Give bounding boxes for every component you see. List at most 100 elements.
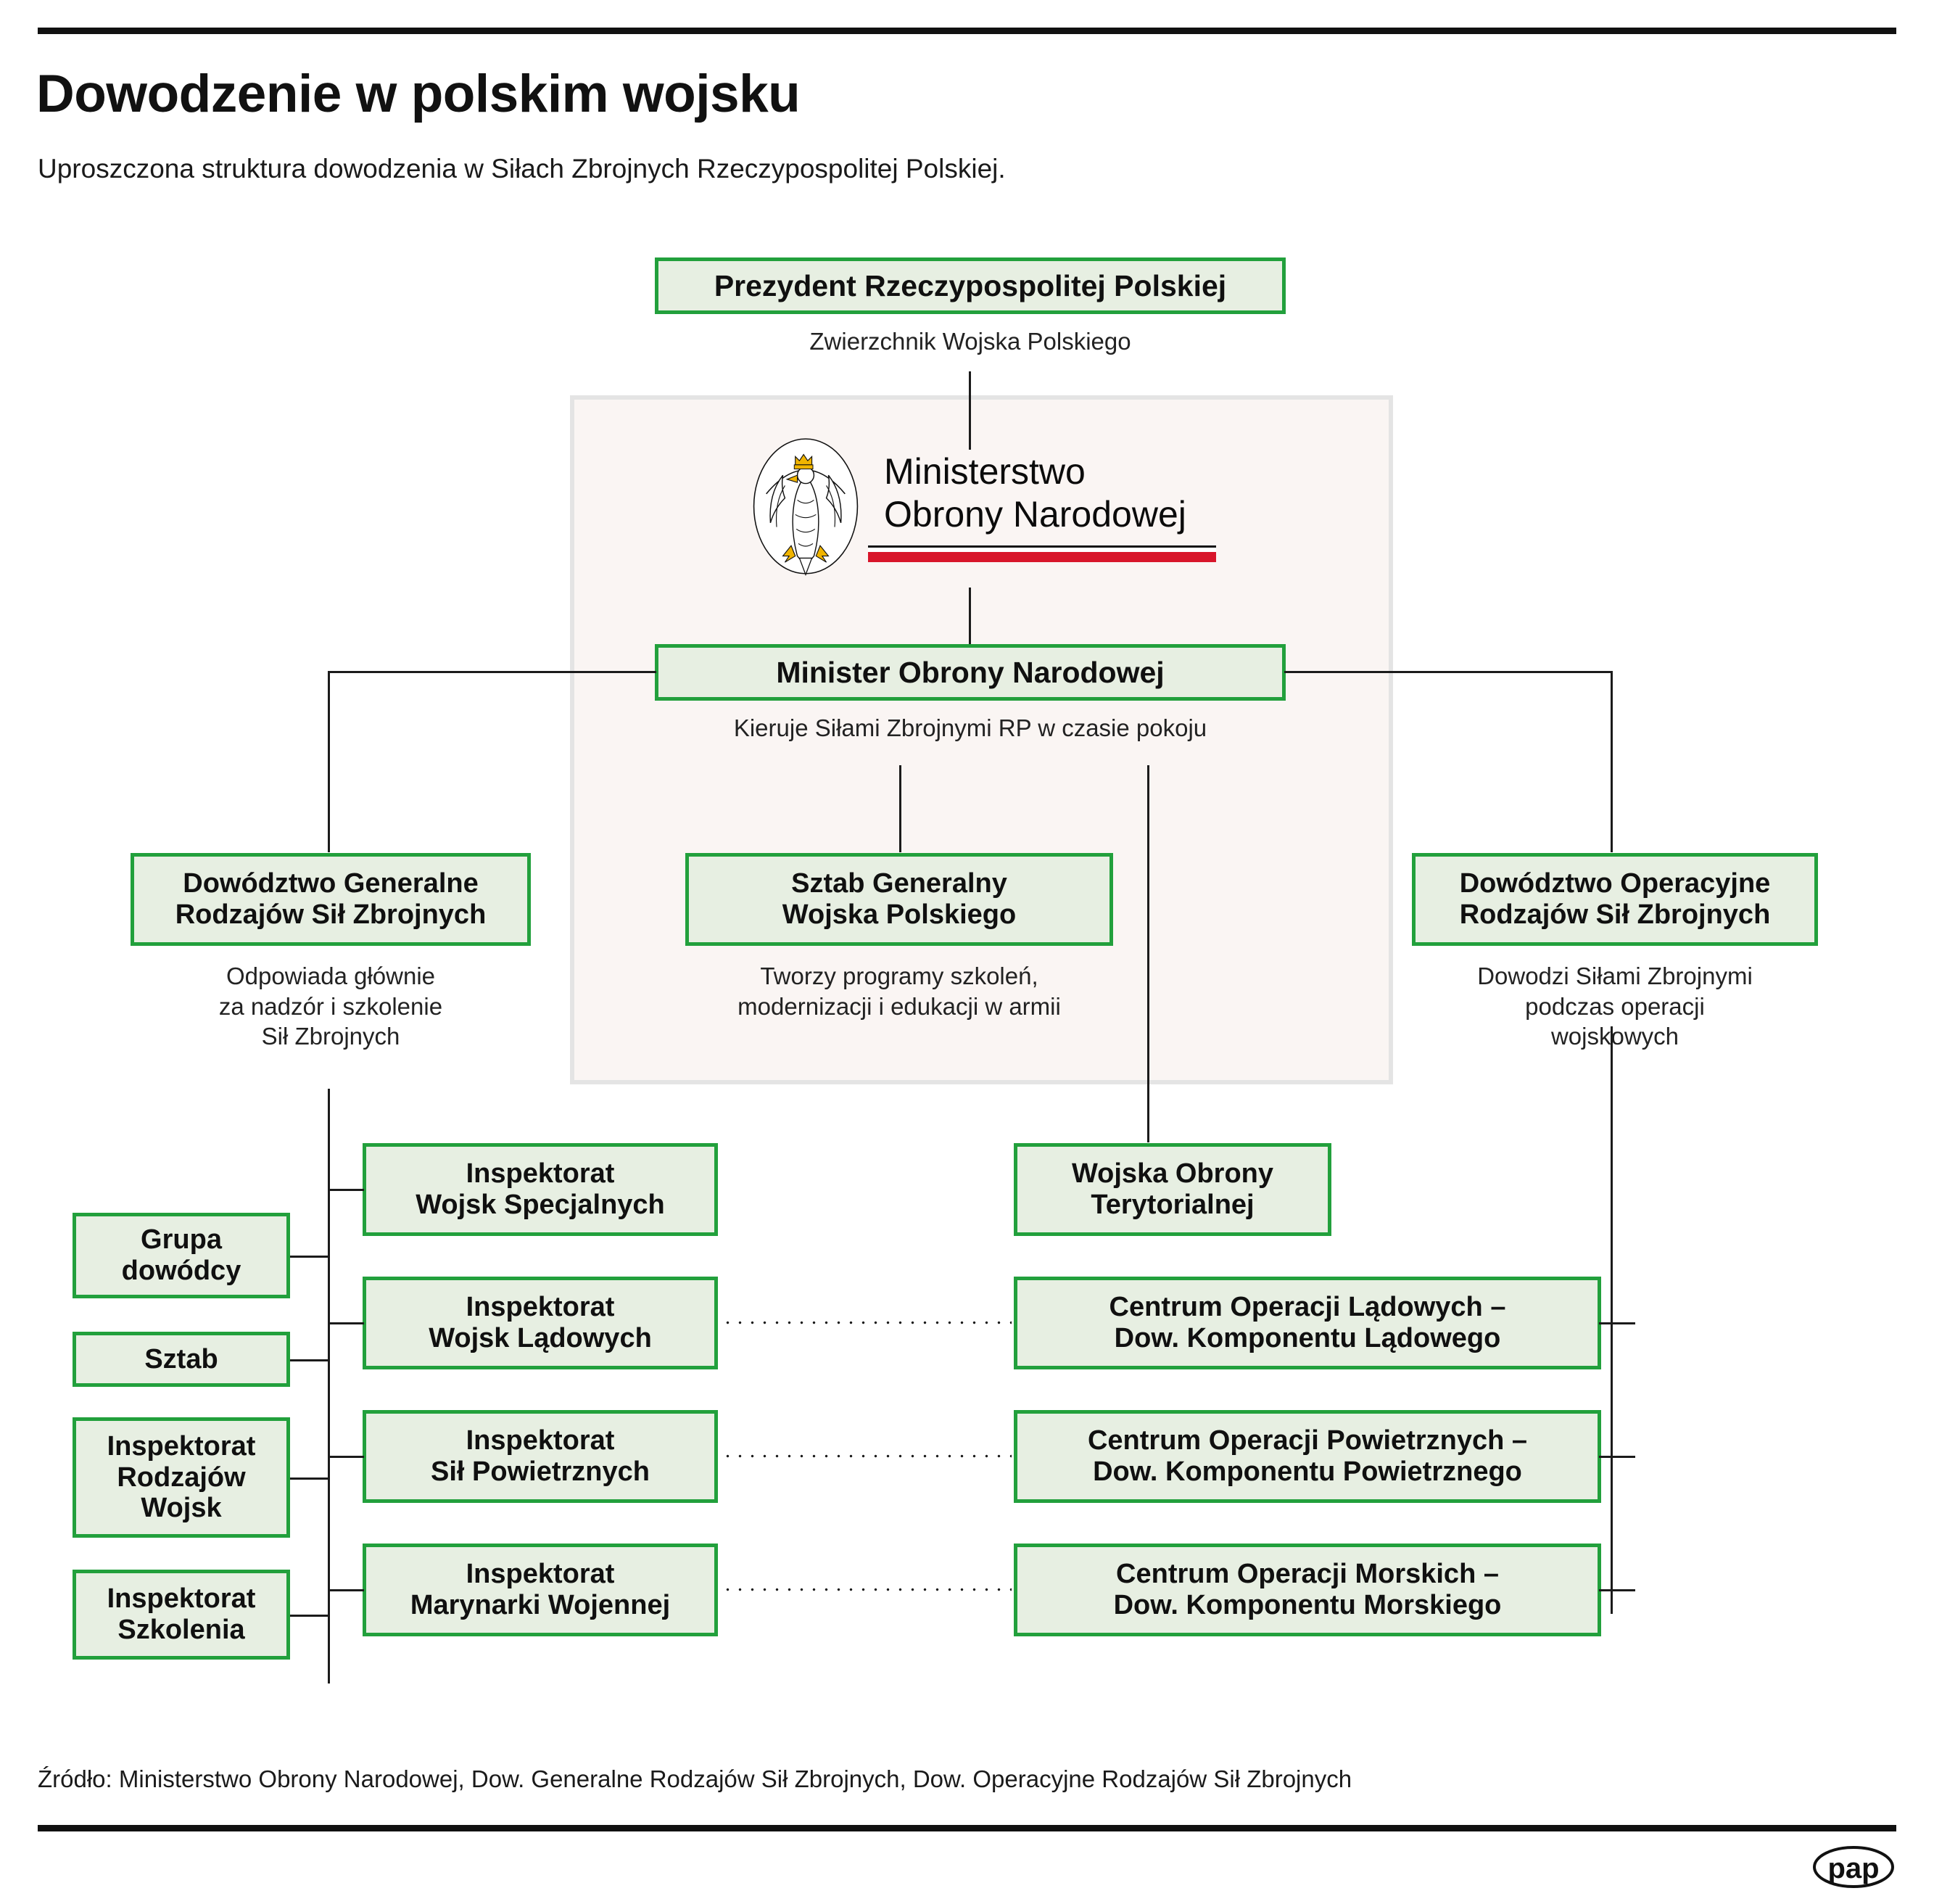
box-left-0[interactable]: Grupa dowódcy: [73, 1213, 290, 1298]
box-left-2-line3: Wojsk: [141, 1493, 222, 1524]
connector-stub-insp-3: [328, 1589, 364, 1591]
flag-white-stripe: [868, 545, 1216, 552]
box-dgrsz-line1: Dowództwo Generalne: [183, 868, 479, 899]
connector-bus-right-drop: [1611, 671, 1613, 852]
caption-dgrsz-line3: Sił Zbrojnych: [261, 1023, 400, 1050]
connector-president-ministry: [969, 371, 971, 450]
box-dorsz[interactable]: Dowództwo Operacyjne Rodzajów Sił Zbrojn…: [1412, 853, 1818, 946]
box-inspektorat-1-line1: Inspektorat: [466, 1292, 615, 1323]
box-inspektorat-1[interactable]: Inspektorat Wojsk Lądowych: [363, 1277, 718, 1369]
dotted-link-lad: [722, 1321, 1012, 1324]
caption-dorsz: Dowodzi Siłami Zbrojnymi podczas operacj…: [1397, 961, 1832, 1052]
polish-flag-bar: [868, 545, 1216, 562]
box-left-2-line2: Rodzajów: [117, 1462, 246, 1493]
box-inspektorat-3-line2: Marynarki Wojennej: [410, 1590, 671, 1620]
dotted-link-mor: [722, 1588, 1012, 1591]
connector-dgrsz-trunk: [328, 1089, 330, 1683]
box-left-2-line1: Inspektorat: [107, 1430, 256, 1462]
dotted-link-pow: [722, 1454, 1012, 1458]
box-minister[interactable]: Minister Obrony Narodowej: [655, 644, 1286, 701]
source-note: Źródło: Ministerstwo Obrony Narodowej, D…: [38, 1765, 1352, 1792]
top-rule: [38, 28, 1896, 34]
box-sgwp[interactable]: Sztab Generalny Wojska Polskiego: [685, 853, 1113, 946]
box-inspektorat-0-line1: Inspektorat: [466, 1158, 615, 1190]
box-sgwp-line1: Sztab Generalny: [791, 868, 1007, 899]
box-inspektorat-0[interactable]: Inspektorat Wojsk Specjalnych: [363, 1143, 718, 1236]
ministry-panel: [570, 395, 1393, 1084]
polish-eagle-icon: [743, 434, 868, 579]
connector-stub-centrum-2: [1599, 1589, 1635, 1591]
box-inspektorat-2-line2: Sił Powietrznych: [431, 1456, 650, 1487]
caption-minister: Kieruje Siłami Zbrojnymi RP w czasie pok…: [655, 713, 1286, 743]
connector-ministry-minister: [969, 588, 971, 644]
box-inspektorat-0-line2: Wojsk Specjalnych: [416, 1190, 665, 1220]
box-left-0-line2: dowódcy: [121, 1256, 241, 1286]
box-dorsz-line1: Dowództwo Operacyjne: [1459, 868, 1771, 899]
box-wot[interactable]: Wojska Obrony Terytorialnej: [1014, 1143, 1331, 1236]
caption-sgwp: Tworzy programy szkoleń, modernizacji i …: [656, 961, 1142, 1021]
connector-minister-wot: [1147, 765, 1149, 1142]
caption-dgrsz-line1: Odpowiada głównie: [226, 963, 436, 989]
ministry-line1: Ministerstwo: [884, 451, 1086, 492]
pap-logo-text: pap: [1827, 1853, 1879, 1884]
box-centrum-1[interactable]: Centrum Operacji Powietrznych – Dow. Kom…: [1014, 1410, 1601, 1503]
box-dorsz-line2: Rodzajów Sił Zbrojnych: [1459, 899, 1771, 930]
ministry-name: Ministerstwo Obrony Narodowej: [868, 450, 1216, 562]
box-centrum-1-line2: Dow. Komponentu Powietrznego: [1093, 1456, 1522, 1487]
caption-minister-text: Kieruje Siłami Zbrojnymi RP w czasie pok…: [733, 714, 1207, 741]
box-centrum-2-line2: Dow. Komponentu Morskiego: [1113, 1590, 1502, 1620]
caption-dorsz-line2: podczas operacji: [1525, 992, 1705, 1020]
bottom-rule: [38, 1825, 1896, 1831]
connector-bus-left-drop: [328, 671, 330, 852]
connector-minister-bus-left: [328, 671, 656, 673]
caption-president: Zwierzchnik Wojska Polskiego: [655, 326, 1286, 357]
box-dgrsz-line2: Rodzajów Sił Zbrojnych: [175, 899, 487, 930]
box-inspektorat-3-line1: Inspektorat: [466, 1559, 615, 1590]
box-left-2[interactable]: Inspektorat Rodzajów Wojsk: [73, 1417, 290, 1538]
box-wot-line2: Terytorialnej: [1091, 1190, 1255, 1220]
box-inspektorat-2[interactable]: Inspektorat Sił Powietrznych: [363, 1410, 718, 1503]
caption-president-text: Zwierzchnik Wojska Polskiego: [809, 328, 1131, 355]
connector-stub-insp-0: [328, 1189, 364, 1191]
connector-stub-centrum-0: [1599, 1322, 1635, 1324]
box-left-0-line1: Grupa: [141, 1224, 222, 1256]
caption-sgwp-line1: Tworzy programy szkoleń,: [760, 963, 1038, 989]
connector-minister-sgwp: [899, 765, 901, 852]
caption-sgwp-line2: modernizacji i edukacji w armii: [737, 992, 1061, 1020]
box-president[interactable]: Prezydent Rzeczypospolitej Polskiej: [655, 257, 1286, 314]
connector-stub-insp-1: [328, 1322, 364, 1324]
connector-stub-left-1: [290, 1359, 330, 1361]
connector-stub-left-2: [290, 1478, 330, 1480]
connector-stub-left-0: [290, 1256, 330, 1258]
box-centrum-0-line2: Dow. Komponentu Lądowego: [1114, 1323, 1501, 1353]
box-left-3[interactable]: Inspektorat Szkolenia: [73, 1570, 290, 1660]
box-centrum-1-line1: Centrum Operacji Powietrznych –: [1087, 1425, 1528, 1456]
box-sgwp-line2: Wojska Polskiego: [782, 899, 1017, 930]
box-left-1[interactable]: Sztab: [73, 1332, 290, 1387]
flag-red-stripe: [868, 552, 1216, 562]
connector-stub-insp-2: [328, 1456, 364, 1458]
ministry-line2: Obrony Narodowej: [884, 493, 1186, 535]
box-minister-label: Minister Obrony Narodowej: [776, 655, 1165, 689]
box-left-3-line2: Szkolenia: [117, 1615, 245, 1645]
box-left-3-line1: Inspektorat: [107, 1583, 256, 1615]
ministry-panel-inner: [574, 400, 1389, 1080]
box-dgrsz[interactable]: Dowództwo Generalne Rodzajów Sił Zbrojny…: [131, 853, 531, 946]
page-title: Dowodzenie w polskim wojsku: [36, 65, 801, 123]
caption-dgrsz: Odpowiada głównie za nadzór i szkolenie …: [116, 961, 545, 1052]
box-left-1-line1: Sztab: [144, 1343, 218, 1375]
box-inspektorat-1-line2: Wojsk Lądowych: [429, 1323, 652, 1353]
box-centrum-2[interactable]: Centrum Operacji Morskich – Dow. Kompone…: [1014, 1544, 1601, 1636]
caption-dorsz-line1: Dowodzi Siłami Zbrojnymi: [1477, 963, 1753, 989]
box-centrum-0[interactable]: Centrum Operacji Lądowych – Dow. Kompone…: [1014, 1277, 1601, 1369]
ministry-logo: Ministerstwo Obrony Narodowej: [743, 434, 1273, 579]
page-subtitle: Uproszczona struktura dowodzenia w Siłac…: [38, 154, 1006, 184]
connector-stub-left-3: [290, 1615, 330, 1617]
connector-dorsz-trunk: [1611, 1026, 1613, 1614]
box-centrum-2-line1: Centrum Operacji Morskich –: [1116, 1559, 1499, 1590]
box-president-label: Prezydent Rzeczypospolitej Polskiej: [714, 268, 1227, 302]
box-wot-line1: Wojska Obrony: [1071, 1158, 1274, 1190]
box-inspektorat-3[interactable]: Inspektorat Marynarki Wojennej: [363, 1544, 718, 1636]
box-inspektorat-2-line1: Inspektorat: [466, 1425, 615, 1456]
